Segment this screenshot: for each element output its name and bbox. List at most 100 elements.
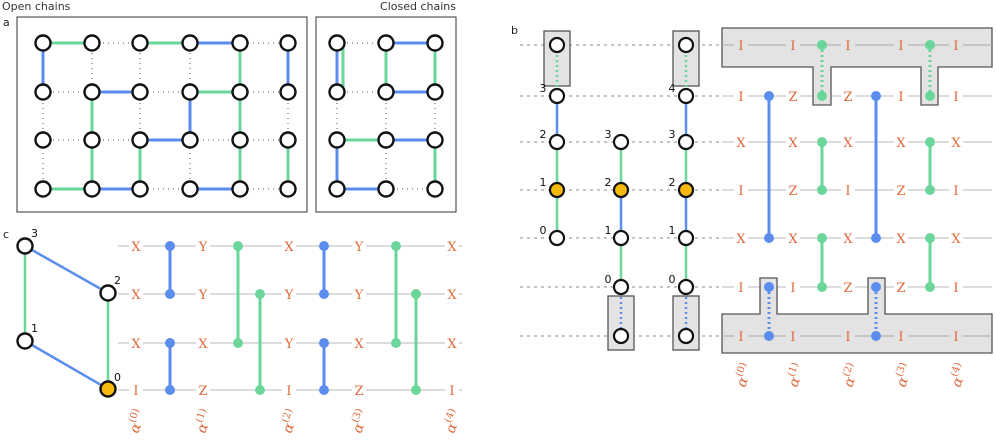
pauli-label: X	[131, 240, 141, 255]
qubit-node	[83, 180, 101, 198]
pauli-label: Z	[896, 184, 905, 199]
node-label: 3	[540, 82, 547, 95]
pauli-bg	[352, 238, 366, 254]
pauli-bg	[841, 230, 855, 246]
qubit-node	[181, 131, 199, 149]
pauli-bg	[841, 182, 855, 198]
qubit-node	[677, 133, 695, 151]
node-label: 1	[31, 322, 38, 335]
alpha-label: α(4)	[949, 361, 967, 389]
pauli-label: X	[843, 136, 853, 151]
pauli-label: X	[736, 136, 746, 151]
alpha-superscript: (0)	[127, 407, 142, 424]
cz-gate-dot	[411, 289, 421, 299]
qubit-node	[426, 180, 444, 198]
qubit-node	[328, 131, 346, 149]
qubit-node	[231, 180, 249, 198]
chain-edge	[24, 339, 109, 391]
node-label: 3	[31, 227, 38, 240]
pauli-label: I	[898, 39, 903, 54]
pauli-label: Z	[354, 384, 363, 399]
pauli-label: I	[738, 281, 743, 296]
pauli-bg	[894, 134, 908, 150]
cz-gate-dot	[817, 40, 827, 50]
qubit-node	[612, 133, 630, 151]
qubit-node	[328, 34, 346, 52]
qubit-node	[426, 131, 444, 149]
cz-gate-dot	[925, 137, 935, 147]
pauli-label: I	[738, 330, 743, 345]
qubit-node	[131, 131, 149, 149]
pauli-label: Z	[843, 90, 852, 105]
pauli-label: X	[447, 337, 457, 352]
qubit-node	[548, 87, 566, 105]
pauli-label: Z	[896, 281, 905, 296]
closed-chains-box	[315, 16, 457, 213]
pauli-label: I	[953, 281, 958, 296]
open-chains-box	[16, 16, 308, 213]
pauli-bg	[129, 286, 143, 302]
cz-gate-dot	[319, 289, 329, 299]
pauli-bg	[352, 335, 366, 351]
alpha-superscript: (4)	[949, 361, 964, 378]
pauli-label: I	[738, 39, 743, 54]
pauli-bg	[841, 328, 855, 344]
node-label: 2	[669, 176, 676, 189]
cz-gate-dot	[233, 241, 243, 251]
qubit-node	[377, 83, 395, 101]
pauli-label: Y	[354, 240, 364, 255]
alpha-superscript: (4)	[443, 407, 458, 424]
cz-gate-dot	[764, 233, 774, 243]
alpha-label: α(0)	[734, 361, 752, 389]
pauli-label: I	[738, 90, 743, 105]
cz-gate-dot	[233, 338, 243, 348]
pauli-bg	[445, 382, 459, 398]
alpha-label: α(1)	[194, 407, 212, 435]
chain-node	[99, 284, 117, 302]
pauli-label: I	[953, 330, 958, 345]
pauli-label: Z	[788, 184, 797, 199]
alpha-label: α(3)	[350, 407, 368, 435]
pauli-bg	[786, 182, 800, 198]
alpha-label: α(3)	[894, 361, 912, 389]
cz-gate-dot	[165, 289, 175, 299]
node-label: 0	[605, 273, 612, 286]
pauli-bg	[734, 328, 748, 344]
qubit-node	[131, 34, 149, 52]
panel-a-letter: a	[3, 16, 10, 29]
pauli-bg	[129, 335, 143, 351]
pauli-label: Y	[354, 288, 364, 303]
pauli-bg	[949, 279, 963, 295]
qubit-node	[231, 131, 249, 149]
node-label: 2	[114, 274, 121, 287]
pauli-bg	[734, 88, 748, 104]
node-label: 0	[540, 224, 547, 237]
qubit-node	[231, 83, 249, 101]
qubit-node	[83, 34, 101, 52]
pauli-bg	[196, 286, 210, 302]
pauli-bg	[841, 279, 855, 295]
qubit-node	[677, 278, 695, 296]
pauli-label: X	[843, 232, 853, 247]
pauli-bg	[786, 88, 800, 104]
qubit-node	[328, 180, 346, 198]
node-label: 1	[605, 224, 612, 237]
cz-gate-dot	[764, 91, 774, 101]
open-chains-title: Open chains	[2, 0, 71, 13]
pauli-label: X	[131, 288, 141, 303]
qubit-node	[231, 34, 249, 52]
cz-gate-dot	[165, 241, 175, 251]
pauli-bg	[894, 182, 908, 198]
pauli-label: Y	[284, 337, 294, 352]
node-label: 4	[669, 82, 676, 95]
qubit-node	[426, 34, 444, 52]
pauli-bg	[949, 230, 963, 246]
pauli-label: X	[896, 232, 906, 247]
chain-node	[99, 380, 117, 398]
qubit-node	[34, 131, 52, 149]
pauli-bg	[734, 37, 748, 53]
pauli-label: I	[953, 39, 958, 54]
pauli-bg	[894, 88, 908, 104]
